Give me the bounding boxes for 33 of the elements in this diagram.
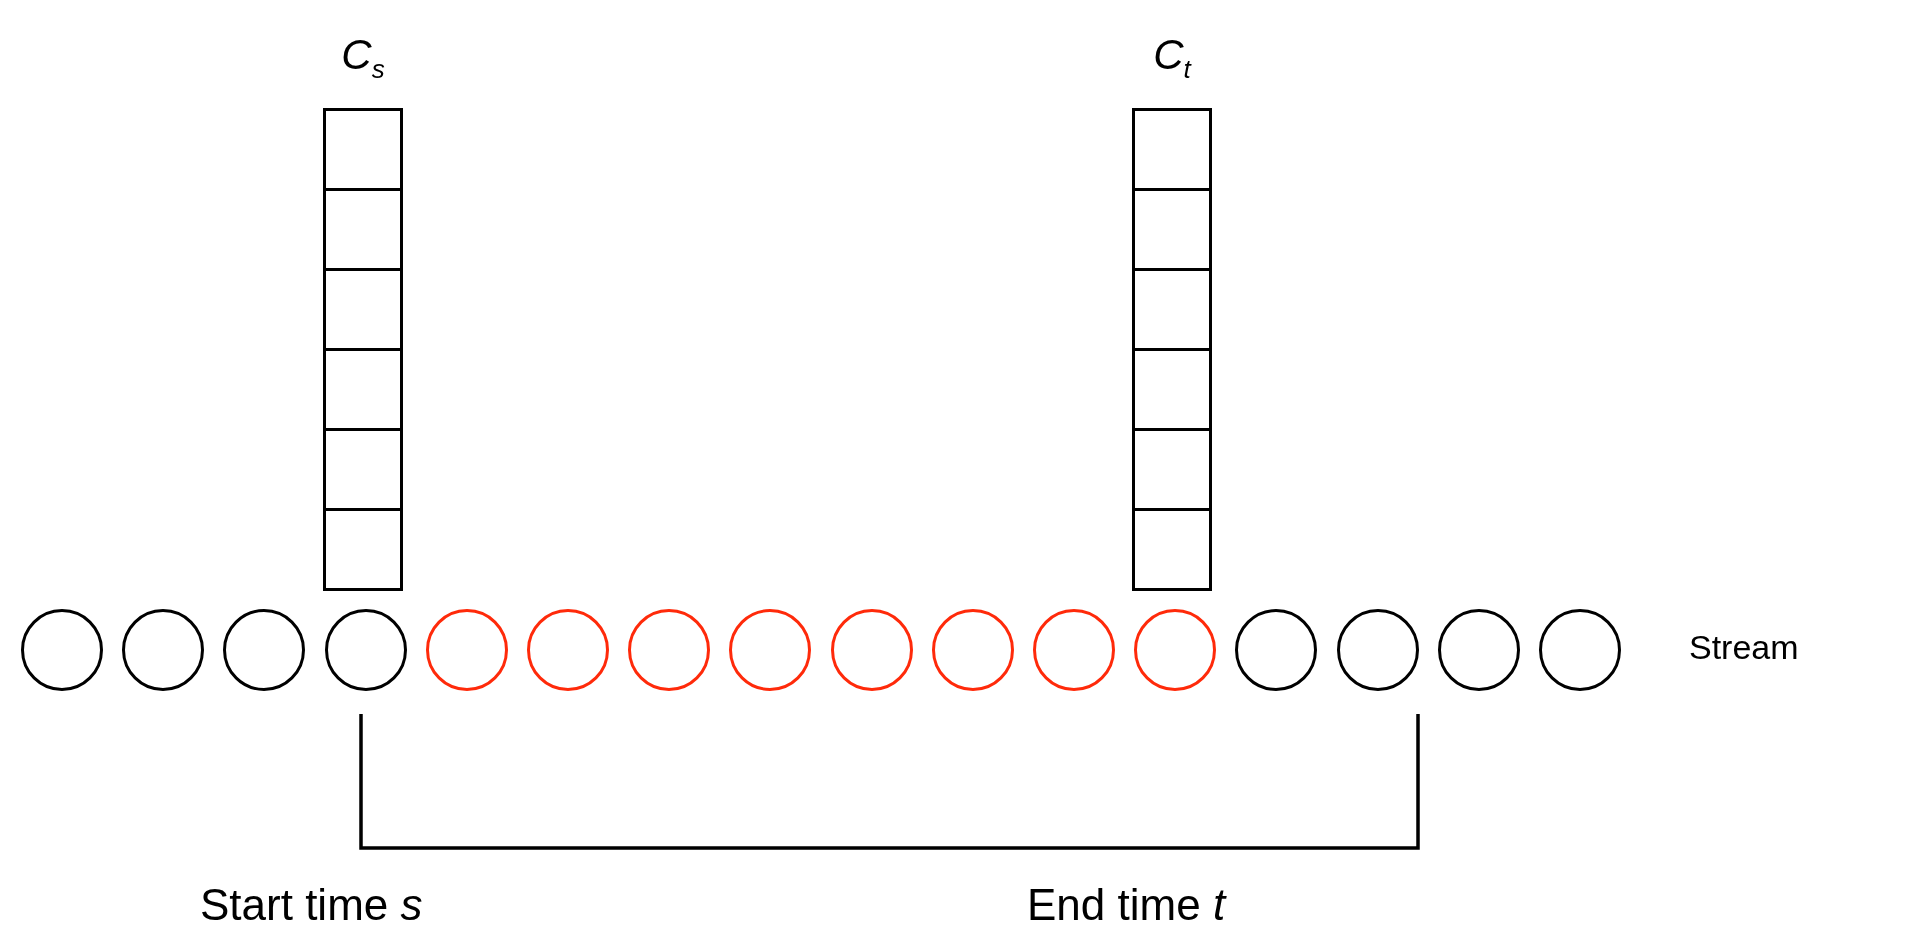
stream-element — [1437, 609, 1520, 691]
array-cell — [323, 188, 403, 271]
stream-element — [324, 609, 407, 691]
stream-element — [1235, 609, 1318, 691]
stream-label: Stream — [1689, 628, 1799, 667]
stream-element — [1033, 609, 1115, 691]
stream-element — [628, 609, 711, 691]
array-cell — [323, 508, 403, 591]
stream-element — [21, 609, 103, 691]
array-cell — [323, 428, 403, 511]
stream-element — [1134, 609, 1217, 691]
array-label: C$_{t}$ — [1152, 30, 1193, 87]
stream-element — [425, 609, 508, 691]
stream-element — [830, 609, 913, 691]
stream-element — [1539, 609, 1621, 691]
array-cell — [1132, 268, 1212, 351]
stream-element — [223, 609, 306, 691]
array-cell — [1132, 108, 1212, 191]
array-label: C$_{s}$ — [340, 30, 386, 87]
end-time-label: End time t — [1027, 880, 1226, 930]
array-cell — [323, 348, 403, 431]
stream-element — [729, 609, 812, 691]
array-cell — [1132, 428, 1212, 511]
array-cell — [323, 108, 403, 191]
array-cell — [323, 268, 403, 351]
array-cell — [1132, 188, 1212, 271]
array-cell — [1132, 508, 1212, 591]
start-time-label: Start time s — [200, 880, 423, 930]
stream-element — [931, 609, 1014, 691]
array-cell — [1132, 348, 1212, 431]
stream-element — [1336, 609, 1419, 691]
stream-element — [122, 609, 205, 691]
stream-element — [527, 609, 609, 691]
